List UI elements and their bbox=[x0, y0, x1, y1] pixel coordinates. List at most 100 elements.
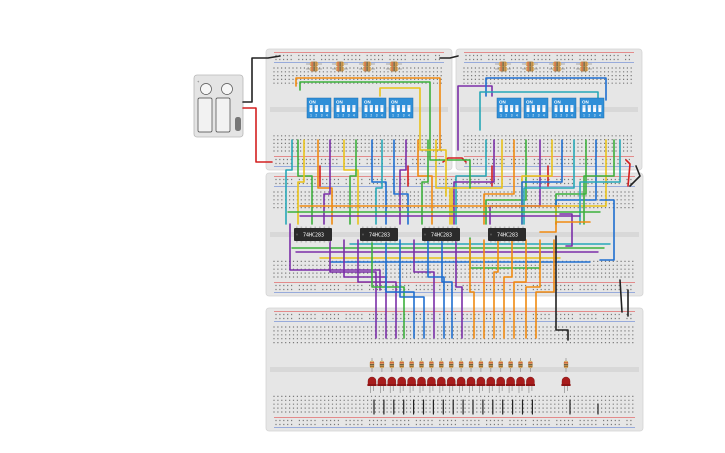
led-15 bbox=[506, 376, 516, 393]
dip-switch-body bbox=[388, 97, 414, 119]
dip-switch-toggle[interactable] bbox=[593, 105, 597, 112]
chip-pin bbox=[499, 240, 501, 243]
dip-switch-toggle[interactable] bbox=[380, 105, 384, 112]
resistor-band bbox=[439, 364, 444, 366]
dip-switch-toggle[interactable] bbox=[526, 105, 530, 112]
dip-switch-toggle[interactable] bbox=[369, 105, 373, 112]
led-resistor-13 bbox=[488, 358, 493, 372]
dip-switch-toggle[interactable] bbox=[565, 105, 569, 112]
chip-pin bbox=[499, 226, 501, 229]
dip-switch-toggle[interactable] bbox=[352, 105, 356, 112]
dip-switch-toggle-knob bbox=[565, 105, 569, 109]
dip-switch-toggle[interactable] bbox=[391, 105, 395, 112]
resistor-band bbox=[313, 61, 315, 67]
wire-switch-to-adder bbox=[393, 139, 409, 225]
chip-notch bbox=[296, 233, 298, 236]
dip-switch-toggle[interactable] bbox=[515, 105, 519, 112]
dip-switch-toggle[interactable] bbox=[320, 105, 324, 112]
wire-switch-to-adder bbox=[521, 139, 563, 225]
resistor-band bbox=[581, 66, 583, 72]
dip-switch-toggle[interactable] bbox=[570, 105, 574, 112]
resistor-band bbox=[370, 366, 374, 368]
resistor-band bbox=[508, 364, 513, 366]
dip-switch-toggle[interactable] bbox=[336, 105, 340, 112]
dip-switch-toggle[interactable] bbox=[402, 105, 406, 112]
dip-switch-toggle[interactable] bbox=[347, 105, 351, 112]
dip-switch-number: 4 bbox=[353, 114, 355, 118]
dip-switch-toggle[interactable] bbox=[407, 105, 411, 112]
hole-row bbox=[273, 334, 634, 336]
dip-switch-body bbox=[551, 97, 577, 119]
chip-pin bbox=[494, 226, 497, 229]
chip-label: 74HC283 bbox=[303, 233, 324, 239]
pulldown-resistor-top-left-7 bbox=[359, 61, 375, 67]
dip-switch-toggle[interactable] bbox=[325, 105, 329, 112]
dip-switch-toggle[interactable] bbox=[309, 105, 313, 112]
chip-pin bbox=[323, 240, 326, 243]
resistor-band bbox=[469, 364, 473, 366]
dip-switch-toggle[interactable] bbox=[504, 105, 508, 112]
hole-row bbox=[463, 82, 632, 84]
chip-pin bbox=[366, 226, 369, 229]
dip-switch-on-label: ON bbox=[309, 100, 316, 105]
chip-pin bbox=[451, 226, 454, 229]
dip-switch-toggle[interactable] bbox=[582, 105, 586, 112]
dip-switch-toggle[interactable] bbox=[542, 105, 546, 112]
dip-switch-toggle[interactable] bbox=[510, 105, 514, 112]
wire-switch-to-adder bbox=[297, 139, 313, 225]
led-rim bbox=[525, 384, 535, 386]
chip-pin bbox=[456, 240, 458, 243]
dip-switch-number: 4 bbox=[599, 114, 601, 118]
chip-pin bbox=[437, 240, 440, 243]
dip-switch-toggle[interactable] bbox=[554, 105, 558, 112]
resistor-band bbox=[419, 362, 424, 364]
wire-rail-bridge-black bbox=[439, 55, 459, 59]
dip-switch-on-label: ON bbox=[526, 100, 533, 105]
chip-pin bbox=[424, 240, 426, 243]
resistor-band bbox=[518, 366, 523, 368]
dip-switch-toggle[interactable] bbox=[499, 105, 503, 112]
dip-switch-toggle[interactable] bbox=[375, 105, 379, 112]
center-channel bbox=[270, 367, 639, 372]
resistor-band bbox=[395, 61, 397, 67]
dip-switch-toggle[interactable] bbox=[537, 105, 541, 112]
resistor-band bbox=[364, 61, 366, 67]
dip-switch-toggle[interactable] bbox=[341, 105, 345, 112]
led-body bbox=[561, 376, 571, 386]
led-body bbox=[427, 376, 436, 386]
led-resistor-16 bbox=[518, 358, 523, 372]
dip-switch-toggle[interactable] bbox=[559, 105, 563, 112]
dip-switch-toggle[interactable] bbox=[396, 105, 400, 112]
chip-pin bbox=[371, 226, 373, 229]
chip-pin bbox=[362, 226, 364, 229]
chip-pin bbox=[375, 226, 378, 229]
chip-pin bbox=[371, 240, 373, 243]
dip-switch-number: 2 bbox=[588, 114, 590, 118]
dip-switch-toggle[interactable] bbox=[531, 105, 535, 112]
chip-pin bbox=[442, 226, 444, 229]
wire-top-loop bbox=[457, 85, 493, 151]
hole-row bbox=[463, 71, 632, 73]
dip-switch-toggle[interactable] bbox=[598, 105, 602, 112]
chip-label: 74HC283 bbox=[497, 233, 518, 239]
resistor-band bbox=[313, 66, 315, 72]
wire-switch-to-adder bbox=[483, 139, 515, 225]
dip-switch-toggle[interactable] bbox=[314, 105, 318, 112]
battery-switch[interactable] bbox=[235, 117, 241, 131]
chip-pin bbox=[513, 226, 515, 229]
dip-switch-number: 2 bbox=[370, 114, 372, 118]
wire-rail-black-down bbox=[629, 165, 641, 187]
dip-switch-number: 2 bbox=[532, 114, 534, 118]
hole-row bbox=[275, 419, 632, 422]
dip-switch-toggle[interactable] bbox=[587, 105, 591, 112]
led-8 bbox=[436, 376, 446, 393]
dip-switch-toggle[interactable] bbox=[364, 105, 368, 112]
